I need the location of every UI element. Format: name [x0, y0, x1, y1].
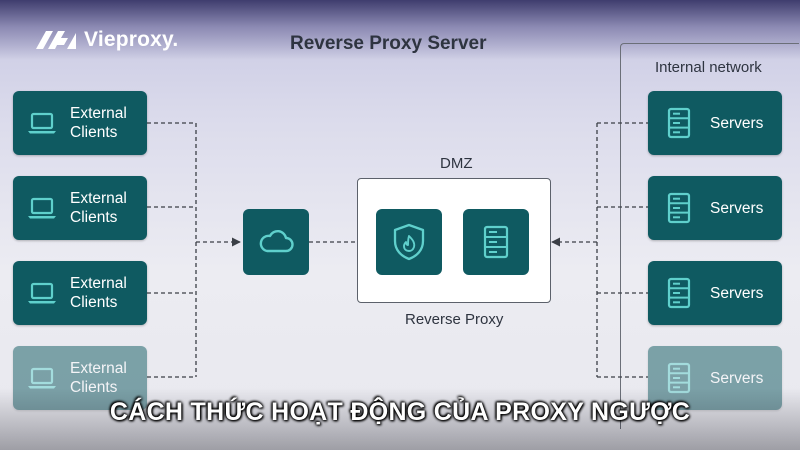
server-label: Servers: [710, 199, 764, 217]
internet-cloud-node: [243, 209, 309, 275]
server-label: Servers: [710, 284, 764, 302]
client-label-line2: Clients: [70, 124, 118, 141]
laptop-icon: [28, 112, 56, 134]
client-label-line1: External: [70, 190, 127, 207]
server-node-1: Servers: [648, 91, 782, 155]
server-rack-icon: [667, 107, 691, 139]
vieproxy-logo-icon: [36, 31, 76, 49]
internal-network-frame: [620, 43, 799, 429]
server-label: Servers: [710, 369, 764, 387]
server-node-2: Servers: [648, 176, 782, 240]
server-rack-icon: [667, 362, 691, 394]
client-label-line1: External: [70, 360, 127, 377]
brand-name: Vieproxy.: [84, 28, 179, 51]
server-label: Servers: [710, 114, 764, 132]
server-rack-icon: [667, 277, 691, 309]
laptop-icon: [28, 367, 56, 389]
external-client-node-3: External Clients: [13, 261, 147, 325]
client-label-line2: Clients: [70, 209, 118, 226]
caption-title: CÁCH THỨC HOẠT ĐỘNG CỦA PROXY NGƯỢC: [109, 398, 691, 426]
reverse-proxy-server-node: [463, 209, 529, 275]
cloud-icon: [259, 229, 294, 253]
client-label-line2: Clients: [70, 294, 118, 311]
firewall-node: [376, 209, 442, 275]
server-node-4: Servers: [648, 346, 782, 410]
header-gradient: [0, 0, 800, 60]
external-client-node-1: External Clients: [13, 91, 147, 155]
external-client-node-2: External Clients: [13, 176, 147, 240]
laptop-icon: [28, 197, 56, 219]
server-rack-icon: [483, 225, 509, 259]
client-label-line1: External: [70, 275, 127, 292]
internal-network-label: Internal network: [655, 59, 762, 76]
caption-shade: [0, 388, 800, 450]
client-label-line1: External: [70, 105, 127, 122]
diagram-title: Reverse Proxy Server: [290, 33, 487, 54]
reverse-proxy-label: Reverse Proxy: [405, 311, 504, 328]
client-label-line2: Clients: [70, 378, 127, 397]
brand-logo[interactable]: Vieproxy.: [34, 28, 178, 52]
external-client-node-4: External Clients: [13, 346, 147, 410]
dmz-label: DMZ: [440, 155, 473, 172]
server-rack-icon: [667, 192, 691, 224]
server-node-3: Servers: [648, 261, 782, 325]
laptop-icon: [28, 282, 56, 304]
firewall-shield-icon: [393, 223, 425, 261]
